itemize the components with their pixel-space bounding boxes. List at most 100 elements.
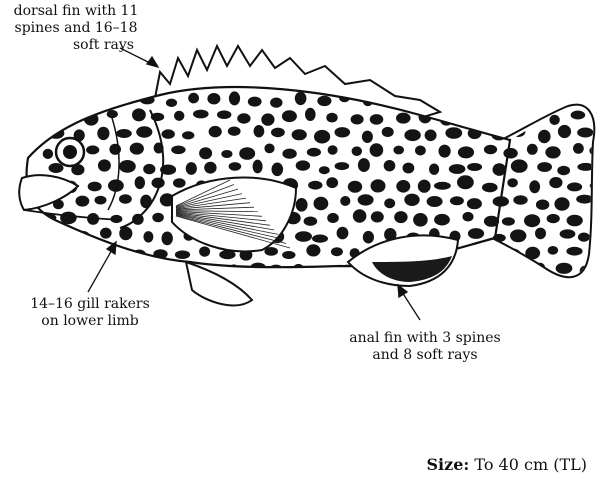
body-spot — [307, 148, 321, 157]
body-spot — [271, 128, 285, 138]
body-spot — [382, 127, 394, 137]
body-spot — [60, 212, 77, 225]
body-spot — [461, 112, 475, 126]
body-spot — [199, 147, 212, 159]
body-spot — [524, 214, 540, 227]
body-spot — [166, 99, 177, 107]
body-spot — [328, 145, 338, 154]
body-spot — [67, 114, 77, 123]
body-spot — [268, 265, 284, 277]
body-spot — [403, 163, 415, 174]
body-spot — [554, 197, 569, 211]
body-spot — [88, 182, 102, 192]
body-spot — [427, 196, 443, 207]
body-spot — [45, 247, 57, 260]
body-spot — [119, 194, 132, 204]
gill-arrow-line — [88, 248, 113, 292]
body-spot — [97, 127, 109, 140]
body-spot — [340, 196, 350, 206]
body-spot — [207, 93, 220, 104]
body-spot — [132, 108, 146, 121]
body-spot — [98, 159, 111, 171]
body-spot — [314, 130, 330, 144]
body-spot — [264, 144, 274, 154]
body-spot — [272, 163, 284, 177]
size-value: To 40 cm (TL) — [474, 455, 587, 474]
body-spot — [463, 212, 474, 222]
body-spot — [384, 198, 395, 208]
anal-fin-annotation: anal fin with 3 spines and 8 soft rays — [330, 330, 520, 364]
body-spot — [591, 247, 601, 259]
anal-arrow-line — [402, 292, 420, 320]
body-spot — [337, 227, 349, 240]
anal-annotation-line-1: anal fin with 3 spines — [330, 330, 520, 347]
body-spot — [394, 211, 407, 223]
body-spot — [162, 232, 173, 246]
body-spot — [182, 131, 194, 139]
body-spot — [467, 198, 482, 209]
body-spot — [296, 198, 308, 212]
body-spot — [468, 266, 482, 275]
body-spot — [317, 96, 331, 106]
body-spot — [100, 228, 112, 239]
body-spot — [439, 145, 451, 158]
body-spot — [545, 146, 560, 158]
body-spot — [450, 196, 464, 205]
body-spot — [73, 265, 88, 273]
body-spot — [239, 147, 255, 160]
body-spot — [429, 164, 439, 175]
body-spot — [152, 213, 164, 222]
pupil — [63, 145, 77, 159]
body-spot — [548, 246, 559, 255]
body-spot — [326, 177, 338, 188]
body-spot — [560, 229, 576, 238]
body-spot — [314, 197, 329, 211]
body-spot — [493, 163, 507, 176]
body-spot — [228, 127, 241, 136]
anal-annotation-line-2: and 8 soft rays — [330, 347, 520, 364]
body-spot — [573, 143, 584, 154]
body-spot — [138, 265, 155, 277]
body-spot — [510, 229, 526, 242]
size-caption: Size: To 40 cm (TL) — [427, 455, 588, 475]
body-spot — [46, 109, 57, 122]
body-spot — [537, 162, 552, 172]
body-spot — [295, 231, 312, 242]
body-spot — [221, 150, 232, 158]
body-spot — [505, 114, 520, 124]
body-spot — [484, 145, 497, 155]
body-spot — [175, 250, 190, 259]
body-spot — [163, 266, 179, 274]
body-spot — [491, 95, 505, 103]
body-spot — [493, 196, 509, 206]
body-spot — [293, 264, 304, 273]
body-spot — [55, 268, 66, 277]
body-spot — [270, 98, 282, 108]
body-spot — [188, 93, 199, 104]
body-spot — [253, 160, 263, 174]
body-spot — [470, 94, 486, 107]
body-spot — [86, 145, 99, 154]
body-spot — [536, 200, 549, 210]
body-spot — [434, 214, 450, 226]
body-spot — [458, 146, 474, 158]
body-spot — [248, 97, 262, 107]
body-spot — [425, 130, 437, 142]
body-spot — [261, 113, 274, 125]
body-spot — [396, 180, 410, 193]
body-spot — [516, 96, 528, 106]
body-spot — [254, 125, 265, 137]
body-spot — [503, 148, 517, 159]
body-spot — [193, 110, 209, 119]
body-spot — [557, 166, 570, 175]
body-spot — [162, 129, 175, 139]
body-spot — [348, 181, 362, 193]
body-spot — [371, 211, 384, 222]
body-spot — [118, 267, 131, 276]
size-label: Size: — [427, 455, 470, 474]
body-spot — [558, 125, 571, 138]
body-spot — [451, 97, 463, 110]
body-spot — [135, 176, 145, 189]
body-spot — [116, 129, 132, 138]
